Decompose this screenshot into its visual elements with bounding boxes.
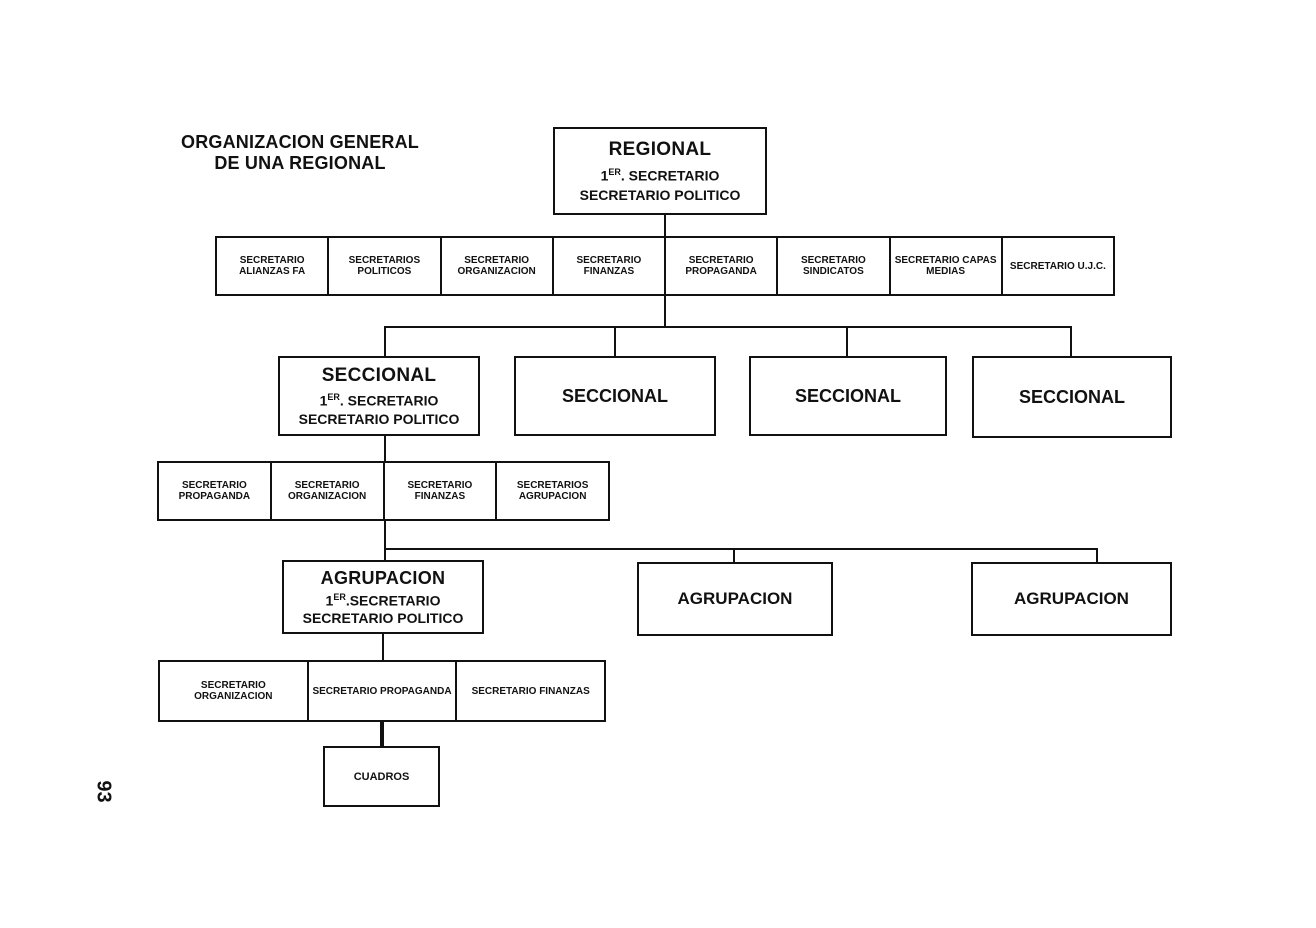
regional-line1-sup: ER	[608, 167, 621, 178]
agrupacion-box-3: AGRUPACION	[971, 562, 1172, 636]
agrupacion-secretaries-strip: SECRETARIO ORGANIZACION SECRETARIO PROPA…	[158, 660, 606, 722]
regional-first-secretary: 1ER. SECRETARIO	[601, 167, 720, 184]
seccional-secretary-cell: SECRETARIO FINANZAS	[385, 463, 498, 519]
connector-agrupacion-bus	[384, 548, 1098, 550]
regional-secretary-cell: SECRETARIO SINDICATOS	[778, 238, 891, 294]
regional-secretary-cell: SECRETARIO PROPAGANDA	[666, 238, 779, 294]
connector-agrupacion-3	[1096, 548, 1098, 564]
seccional-line1-suffix: . SECRETARIO	[339, 392, 439, 409]
seccional-secretary-cell: SECRETARIOS AGRUPACION	[516, 480, 589, 502]
regional-heading: REGIONAL	[608, 139, 712, 161]
agrupacion-box-2: AGRUPACION	[637, 562, 833, 636]
regional-line1-prefix: 1	[600, 167, 609, 184]
connector-cuadros	[380, 720, 384, 748]
regional-line1-suffix: . SECRETARIO	[620, 167, 720, 184]
connector-agrupacion-down	[382, 632, 384, 662]
agrupacion-secretary-cell: SECRETARIO ORGANIZACION	[160, 662, 309, 720]
regional-secretary-cell: SECRETARIO ALIANZAS FA	[217, 238, 330, 294]
seccional-line1-sup: ER	[327, 391, 340, 402]
agrupacion-main-box: AGRUPACION 1ER.SECRETARIO SECRETARIO POL…	[282, 560, 484, 634]
regional-secretary-cell: SECRETARIO ORGANIZACION	[442, 238, 554, 294]
agrupacion-line1-prefix: 1	[325, 592, 334, 609]
seccional-heading: SECCIONAL	[321, 364, 437, 386]
agrupacion-label: AGRUPACION	[677, 589, 793, 608]
seccional-secretaries-strip: SECRETARIO PROPAGANDA SECRETARIO ORGANIZ…	[157, 461, 610, 521]
agrupacion-secretary-cell: SECRETARIO PROPAGANDA	[309, 662, 458, 720]
seccional-box-4: SECCIONAL	[972, 356, 1172, 438]
connector-seccional-2	[614, 326, 616, 358]
seccional-secretary-cell: SECRETARIO ORGANIZACION	[272, 463, 385, 519]
agrupacion-label: AGRUPACION	[1014, 589, 1129, 608]
agrupacion-line1-sup: ER	[333, 592, 346, 603]
seccional-first-secretary: 1ER. SECRETARIO	[320, 392, 439, 409]
agrupacion-political-secretary: SECRETARIO POLITICO	[302, 609, 464, 626]
seccional-main-box: SECCIONAL 1ER. SECRETARIO SECRETARIO POL…	[278, 356, 480, 436]
seccional-line1-prefix: 1	[319, 392, 328, 409]
regional-secretary-cell: SECRETARIO FINANZAS	[554, 238, 666, 294]
title-line-2: DE UNA REGIONAL	[214, 153, 386, 173]
seccional-box-3: SECCIONAL	[749, 356, 947, 436]
seccional-label: SECCIONAL	[1018, 386, 1125, 407]
agrupacion-line1-suffix: .SECRETARIO	[345, 592, 441, 609]
seccional-label: SECCIONAL	[561, 385, 668, 406]
connector-seccional-3	[846, 326, 848, 358]
seccional-secretary-cell: SECRETARIO PROPAGANDA	[159, 463, 272, 519]
cuadros-box: CUADROS	[323, 746, 440, 807]
connector-agrupacion-2	[733, 548, 735, 564]
diagram-title: ORGANIZACION GENERAL DE UNA REGIONAL	[160, 132, 440, 174]
title-line-1: ORGANIZACION GENERAL	[181, 132, 419, 152]
connector-seccional-1	[384, 326, 386, 358]
agrupacion-heading: AGRUPACION	[320, 568, 446, 589]
regional-box: REGIONAL 1ER. SECRETARIO SECRETARIO POLI…	[553, 127, 767, 215]
connector-seccional-4	[1070, 326, 1072, 358]
agrupacion-first-secretary: 1ER.SECRETARIO	[326, 592, 441, 609]
regional-secretary-cell: SECRETARIO CAPAS MEDIAS	[891, 238, 1003, 294]
seccional-label: SECCIONAL	[794, 385, 901, 406]
agrupacion-secretary-cell: SECRETARIO FINANZAS	[471, 685, 590, 697]
regional-political-secretary: SECRETARIO POLITICO	[579, 186, 741, 203]
seccional-box-2: SECCIONAL	[514, 356, 716, 436]
regional-secretary-cell: SECRETARIO U.J.C.	[1009, 260, 1106, 272]
page-number: 93	[92, 780, 115, 803]
regional-secretaries-strip: SECRETARIO ALIANZAS FA SECRETARIOS POLIT…	[215, 236, 1115, 296]
regional-secretary-cell: SECRETARIOS POLITICOS	[329, 238, 442, 294]
connector-seccional-bus	[384, 326, 1072, 328]
cuadros-label: CUADROS	[353, 770, 410, 783]
seccional-political-secretary: SECRETARIO POLITICO	[298, 411, 460, 428]
